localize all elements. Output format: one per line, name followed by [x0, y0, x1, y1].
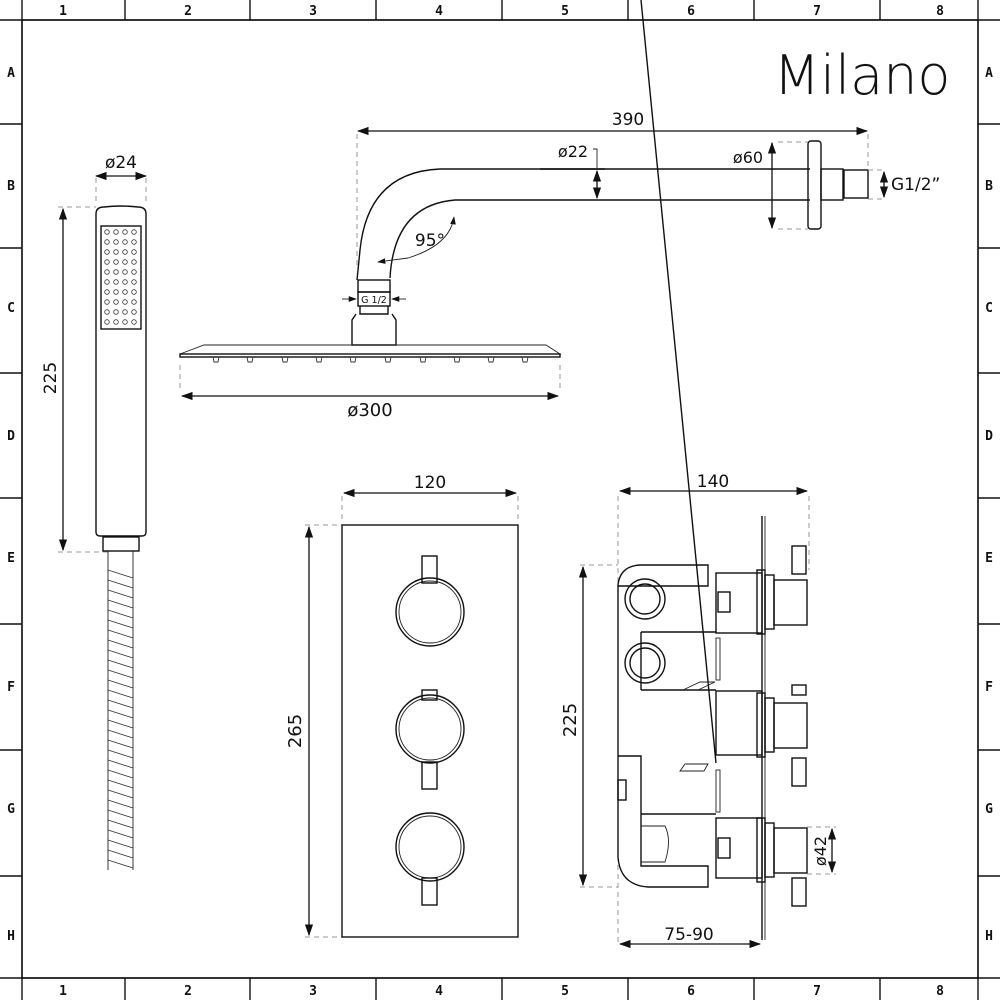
valve-side-view: 140 225	[560, 0, 837, 949]
arm-outlet-thread-label: G 1/2	[361, 295, 387, 306]
valve-handle-3	[395, 812, 465, 906]
svg-text:C: C	[7, 301, 15, 316]
valve-side-height-label: 225	[560, 703, 581, 737]
valve-front-view: 120 265	[285, 473, 519, 938]
grid-column-labels-top: 1 2 3 4 5 6 7 8	[59, 4, 944, 19]
shower-arm: 390 ø22 95° ø60 G1/2” G 1/2	[342, 110, 940, 346]
svg-text:G: G	[7, 802, 15, 817]
svg-text:6: 6	[687, 984, 695, 999]
arm-pipe-diameter-label: ø22	[558, 142, 588, 161]
valve-side-width-label: 140	[697, 472, 729, 492]
hand-shower-diameter-label: ø24	[105, 153, 137, 173]
svg-text:C: C	[985, 301, 993, 316]
grid-column-labels-bottom: 1 2 3 4 5 6 7 8	[59, 984, 944, 999]
svg-text:3: 3	[309, 984, 317, 999]
svg-text:E: E	[985, 551, 993, 566]
svg-text:6: 6	[687, 4, 695, 19]
svg-text:H: H	[7, 929, 15, 944]
arm-flange-diameter-label: ø60	[733, 148, 763, 167]
hand-shower-length-label: 225	[41, 362, 61, 394]
valve-handle-2	[395, 689, 465, 790]
svg-text:8: 8	[936, 984, 944, 999]
hand-shower: ø24 225	[41, 153, 148, 870]
arm-thread-label: G1/2”	[891, 175, 940, 195]
svg-text:7: 7	[813, 4, 821, 19]
arm-bend-angle-label: 95°	[415, 231, 445, 251]
svg-text:B: B	[985, 179, 993, 194]
svg-text:3: 3	[309, 4, 317, 19]
valve-handle-1	[395, 555, 465, 647]
shower-head-diameter-label: ø300	[347, 400, 392, 421]
svg-text:5: 5	[561, 984, 569, 999]
svg-text:G: G	[985, 802, 993, 817]
grid-row-labels-right: A B C D E F G H	[985, 66, 993, 944]
svg-text:A: A	[985, 66, 993, 81]
grid-row-labels-left: A B C D E F G H	[7, 66, 15, 944]
shower-head: ø300	[179, 344, 562, 421]
svg-text:1: 1	[59, 4, 67, 19]
svg-text:4: 4	[435, 984, 443, 999]
arm-length-label: 390	[612, 110, 644, 130]
valve-front-width-label: 120	[414, 473, 446, 493]
valve-depth-label: 75-90	[664, 925, 713, 945]
svg-text:A: A	[7, 66, 15, 81]
valve-knob-diameter-label: ø42	[811, 836, 830, 866]
svg-text:1: 1	[59, 984, 67, 999]
svg-text:7: 7	[813, 984, 821, 999]
svg-text:D: D	[985, 429, 993, 444]
svg-text:H: H	[985, 929, 993, 944]
svg-text:2: 2	[184, 984, 192, 999]
svg-text:5: 5	[561, 4, 569, 19]
svg-text:F: F	[7, 680, 15, 695]
svg-text:4: 4	[435, 4, 443, 19]
svg-text:F: F	[985, 680, 993, 695]
svg-text:B: B	[7, 179, 15, 194]
brand-logo: Milano	[774, 44, 951, 107]
valve-front-height-label: 265	[285, 714, 306, 748]
svg-text:E: E	[7, 551, 15, 566]
svg-text:8: 8	[936, 4, 944, 19]
svg-text:D: D	[7, 429, 15, 444]
svg-text:2: 2	[184, 4, 192, 19]
